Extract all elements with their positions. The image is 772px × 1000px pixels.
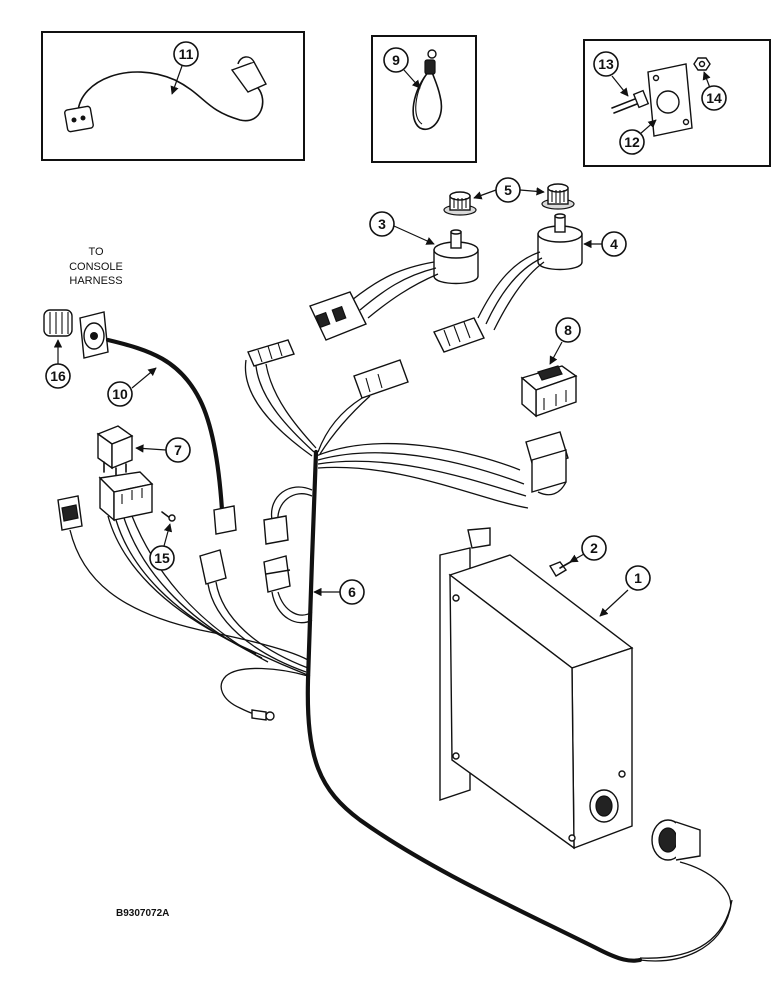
svg-text:2: 2	[590, 540, 598, 556]
callout-16: 16	[45, 339, 71, 389]
svg-text:10: 10	[112, 386, 128, 402]
note-line-2: CONSOLE	[69, 261, 123, 273]
svg-text:3: 3	[378, 216, 386, 232]
callout-7: 7	[135, 437, 191, 463]
callout-9: 9	[383, 47, 421, 89]
harness-branch-right	[315, 431, 569, 509]
cable-11-drawing	[64, 56, 267, 133]
note-line-3: HARNESS	[69, 275, 122, 287]
note-line-1: TO	[88, 246, 104, 258]
connector-3-plug	[309, 291, 367, 341]
relay-base-15	[98, 471, 311, 677]
callout-11: 11	[170, 41, 199, 95]
figure-id: B9307072A	[116, 908, 169, 919]
svg-text:14: 14	[706, 90, 722, 106]
svg-text:9: 9	[392, 52, 400, 68]
harness-branch-center	[199, 486, 313, 673]
callout-6: 6	[313, 579, 365, 605]
svg-text:16: 16	[50, 368, 66, 384]
potentiometer-3	[351, 229, 479, 319]
rocker-switch-8	[520, 365, 578, 418]
inset-cable-11	[41, 31, 305, 161]
callout-10: 10	[107, 367, 157, 407]
control-module-1	[439, 527, 634, 850]
harness-branch-upper	[244, 339, 409, 457]
svg-text:6: 6	[348, 584, 356, 600]
screw-15	[161, 511, 176, 522]
knob-5-left	[443, 191, 477, 216]
nut-14-drawing	[693, 57, 711, 71]
cable-10-end-connector	[213, 505, 237, 535]
connector-4-plug	[433, 317, 485, 353]
main-harness-6-tail	[639, 861, 732, 962]
callout-15: 15	[149, 523, 175, 571]
callout-1: 1	[599, 565, 651, 617]
svg-text:13: 13	[598, 56, 614, 72]
round-connector-controller	[651, 819, 701, 861]
callout-5: 5	[473, 177, 545, 203]
callout-4: 4	[583, 231, 627, 257]
connector-10-socket	[79, 311, 109, 359]
svg-text:5: 5	[504, 182, 512, 198]
relay-7	[96, 425, 134, 477]
callout-2: 2	[569, 535, 607, 563]
callout-8: 8	[549, 317, 581, 365]
svg-text:11: 11	[179, 46, 194, 62]
svg-text:1: 1	[634, 570, 642, 586]
cable-10	[105, 337, 225, 513]
callout-12: 12	[619, 119, 657, 155]
strap-9-drawing	[412, 49, 443, 131]
potentiometer-4	[477, 213, 583, 331]
svg-text:8: 8	[564, 322, 572, 338]
svg-text:12: 12	[624, 134, 640, 150]
svg-text:15: 15	[154, 550, 170, 566]
console-harness-note: TO CONSOLE HARNESS	[69, 246, 123, 287]
connector-left-plug	[57, 495, 309, 661]
callout-13: 13	[593, 51, 629, 97]
svg-text:7: 7	[174, 442, 182, 458]
knob-5-right	[541, 183, 575, 210]
svg-text:4: 4	[610, 236, 618, 252]
main-harness-6-trunk	[305, 449, 643, 963]
callout-14: 14	[701, 71, 727, 111]
screw-13-drawing	[611, 89, 650, 114]
connector-16-cap	[43, 309, 73, 337]
callout-3: 3	[369, 211, 435, 245]
bracket-12-drawing	[647, 63, 693, 137]
ground-wire	[220, 667, 309, 721]
